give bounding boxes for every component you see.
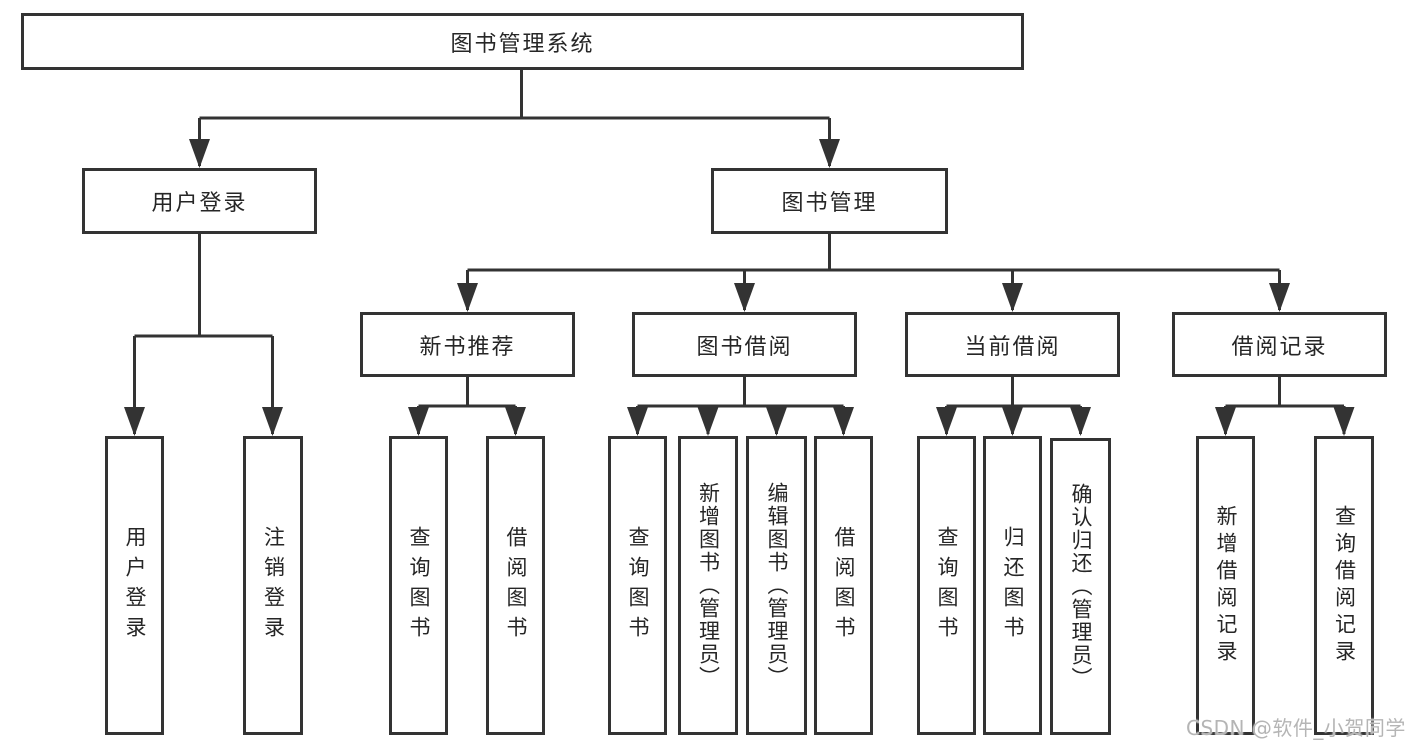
leaf-borrow-books-1: 借阅图书 — [486, 436, 545, 735]
leaf-user-login: 用户登录 — [105, 436, 164, 735]
leaf-edit-book-admin: 编辑图书（管理员） — [746, 436, 807, 735]
leaf-add-book-admin: 新增图书（管理员） — [678, 436, 738, 735]
node-user-login: 用户登录 — [82, 168, 317, 234]
node-borrow-records: 借阅记录 — [1172, 312, 1387, 377]
leaf-logout: 注销登录 — [243, 436, 303, 735]
csdn-watermark: CSDN @软件_小贺同学 — [1186, 716, 1405, 740]
node-current-borrow: 当前借阅 — [905, 312, 1120, 377]
leaf-borrow-books-2: 借阅图书 — [814, 436, 873, 735]
leaf-query-books-2: 查询图书 — [608, 436, 667, 735]
node-book-borrow: 图书借阅 — [632, 312, 857, 377]
leaf-return-book: 归还图书 — [983, 436, 1042, 735]
node-new-book-recommend: 新书推荐 — [360, 312, 575, 377]
leaf-add-borrow-record: 新增借阅记录 — [1196, 436, 1255, 735]
node-library-system: 图书管理系统 — [21, 13, 1024, 70]
leaf-query-books-3: 查询图书 — [917, 436, 976, 735]
leaf-query-borrow-record: 查询借阅记录 — [1314, 436, 1374, 735]
leaf-confirm-return-admin: 确认归还（管理员） — [1050, 438, 1111, 735]
leaf-query-books-1: 查询图书 — [389, 436, 448, 735]
node-book-management: 图书管理 — [711, 168, 948, 234]
